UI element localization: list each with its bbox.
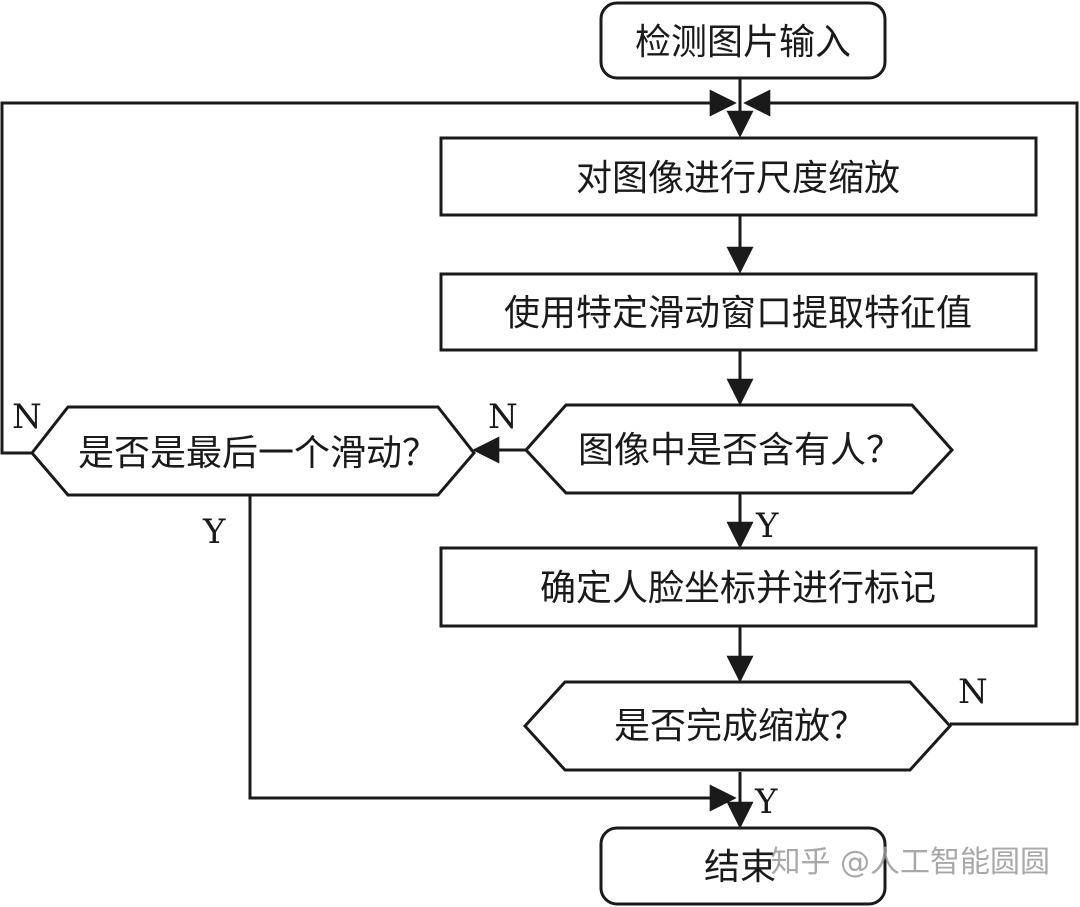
has-person-decision	[523, 403, 955, 495]
scale-label: 对图像进行尺度缩放	[576, 158, 900, 199]
has-person-no-label: N	[488, 397, 518, 437]
mark-face-node	[439, 546, 1038, 628]
scale-node	[439, 136, 1038, 217]
start-label: 检测图片输入	[635, 22, 851, 63]
connectors	[0, 78, 1079, 829]
start-node	[599, 1, 887, 80]
edge-last-window-no-loop	[0, 89, 737, 455]
extract-label: 使用特定滑动窗口提取特征值	[504, 293, 972, 334]
edge-scale-done-no-loop	[743, 89, 1079, 726]
edge-last-window-yes	[248, 495, 737, 812]
scale-done-yes-label: Y	[754, 782, 778, 822]
extract-node	[439, 272, 1038, 352]
has-person-yes-label: Y	[755, 506, 779, 546]
last-window-decision	[30, 405, 476, 497]
scale-done-no-label: N	[958, 672, 988, 712]
scale-done-label: 是否完成缩放？	[614, 706, 866, 747]
nodes	[30, 1, 1038, 906]
last-window-label: 是否是最后一个滑动？	[78, 433, 438, 474]
has-person-label: 图像中是否含有人？	[578, 430, 902, 471]
watermark-text: 知乎 @人工智能圆圆	[770, 845, 1050, 880]
end-label: 结束	[704, 847, 776, 888]
scale-done-decision	[522, 680, 953, 772]
last-window-no-label: N	[12, 397, 42, 437]
mark-face-label: 确定人脸坐标并进行标记	[540, 568, 936, 609]
last-window-yes-label: Y	[202, 512, 226, 552]
end-node	[599, 826, 887, 906]
